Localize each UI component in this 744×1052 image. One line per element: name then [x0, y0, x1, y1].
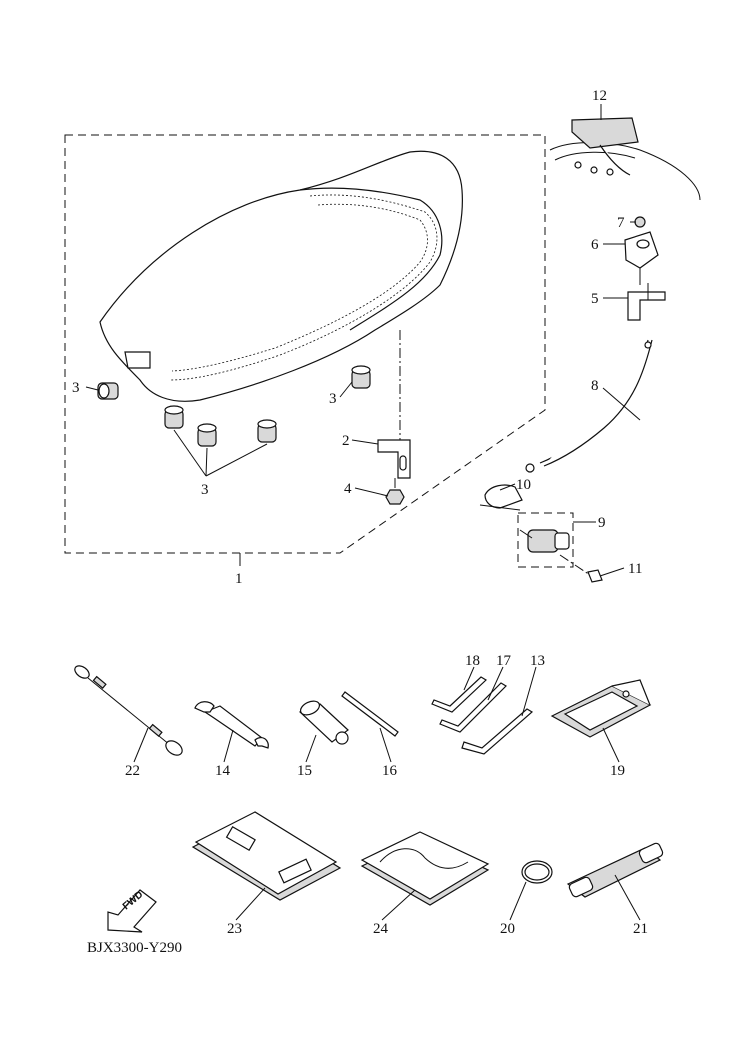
callout-3-bottom: 3	[201, 482, 209, 498]
callout-2: 2	[342, 433, 350, 449]
bracket-drawing	[377, 330, 411, 505]
callout-3-front: 3	[72, 380, 80, 396]
callout-9: 9	[598, 515, 606, 531]
fwd-arrow-icon: FWD	[107, 889, 157, 933]
damper-drawings	[97, 365, 371, 447]
callout-22: 22	[125, 763, 140, 779]
callout-10: 10	[516, 477, 531, 493]
callout-19: 19	[610, 763, 625, 779]
callout-13: 13	[530, 653, 545, 669]
callout-11: 11	[628, 561, 642, 577]
callout-7: 7	[617, 215, 625, 231]
callout-18: 18	[465, 653, 480, 669]
callout-8: 8	[591, 378, 599, 394]
seat-lock-drawings	[479, 117, 701, 583]
callout-17: 17	[496, 653, 512, 669]
seat-drawing	[99, 150, 463, 402]
drawing-code: BJX3300-Y290	[87, 940, 182, 956]
callout-16: 16	[382, 763, 398, 779]
tool-drawings	[74, 665, 652, 756]
leader-lines	[85, 104, 641, 921]
callout-14: 14	[215, 763, 231, 779]
callout-5: 5	[591, 291, 599, 307]
callout-4: 4	[344, 481, 352, 497]
callout-24: 24	[373, 921, 389, 937]
callout-20: 20	[500, 921, 515, 937]
callout-21: 21	[633, 921, 648, 937]
callout-23: 23	[227, 921, 242, 937]
callout-15: 15	[297, 763, 312, 779]
callout-12: 12	[592, 88, 607, 104]
callout-1: 1	[235, 571, 243, 587]
callout-6: 6	[591, 237, 599, 253]
callout-3-rear: 3	[329, 391, 337, 407]
document-drawings	[191, 811, 664, 906]
